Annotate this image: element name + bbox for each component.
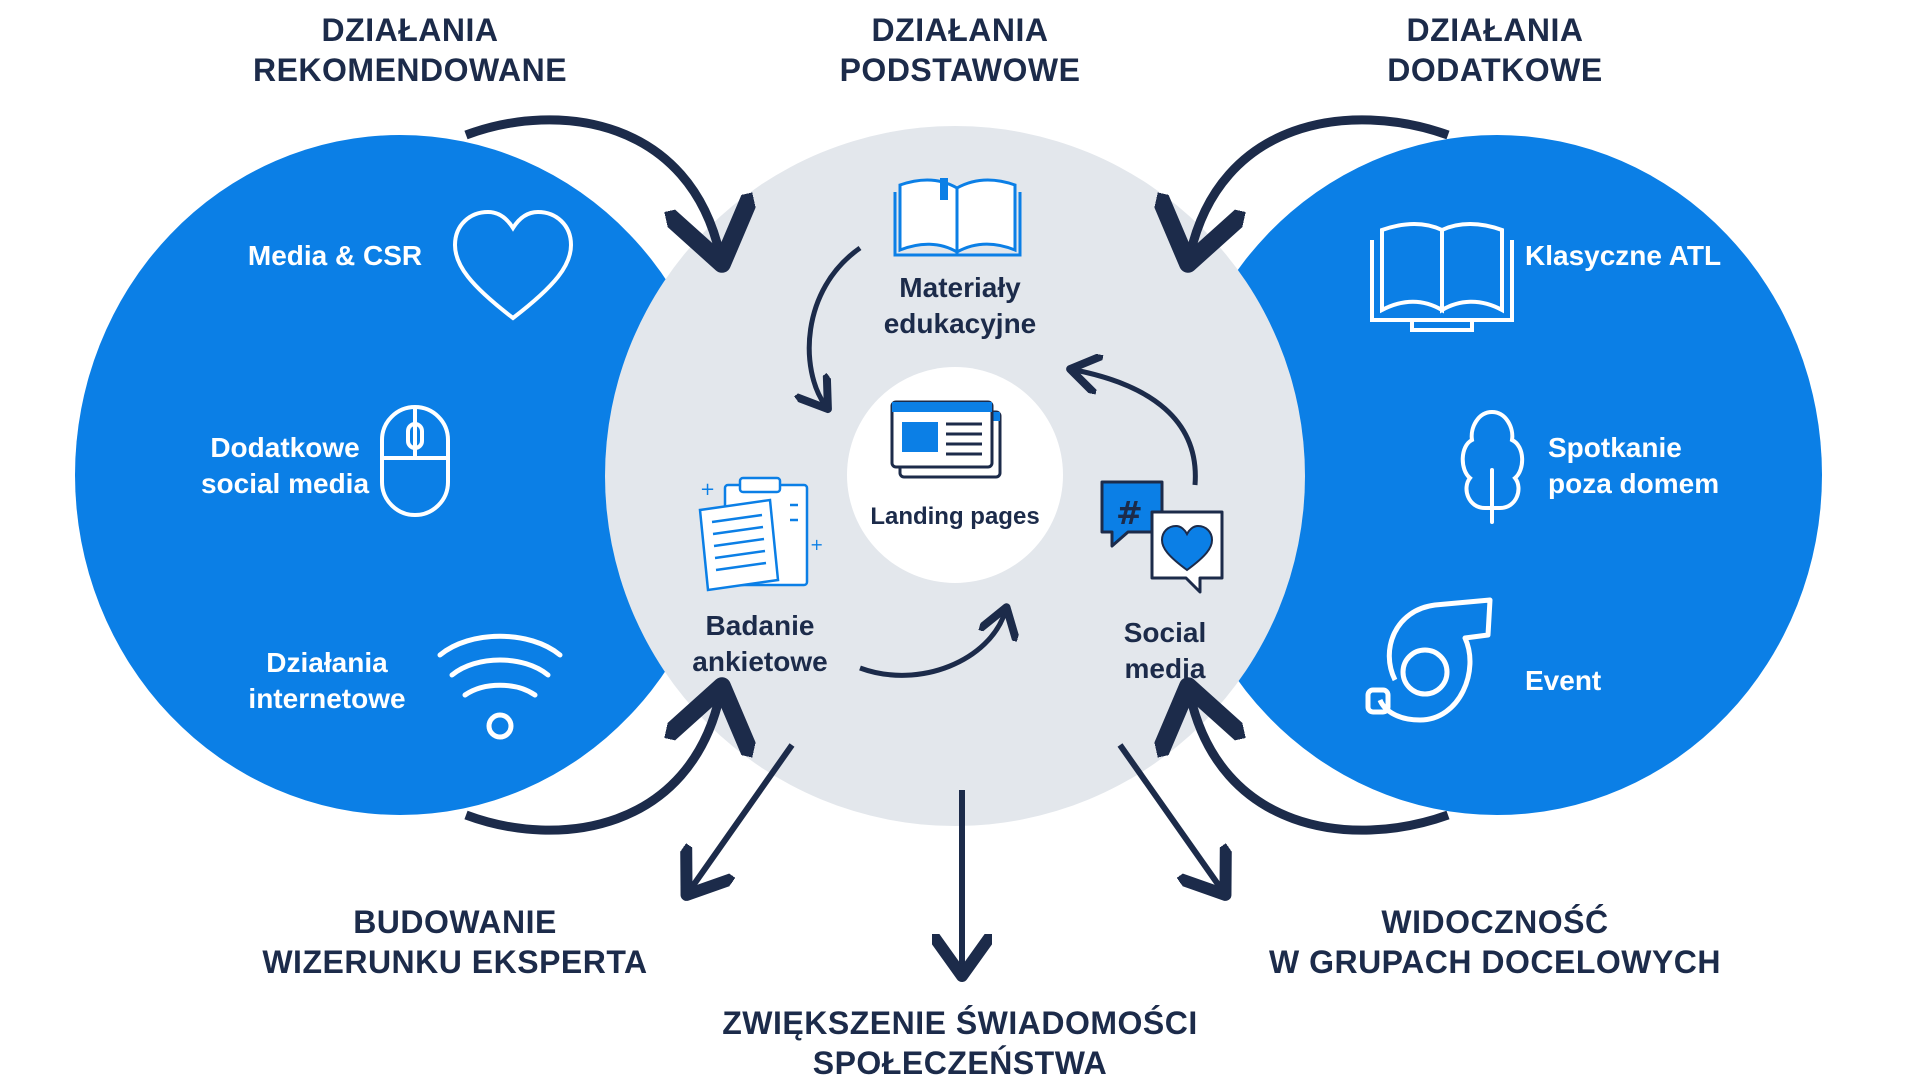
wifi-icon — [437, 633, 563, 740]
open-book-icon — [893, 178, 1022, 257]
outcome-awareness-line-1: ZWIĘKSZENIE ŚWIADOMOŚCI — [722, 1005, 1198, 1041]
tree-icon — [1460, 409, 1525, 524]
left-item-social-media-line-1: Dodatkowe — [210, 432, 360, 463]
center-item-survey-line-2: ankietowe — [692, 646, 828, 677]
heading-additional: DZIAŁANIA DODATKOWE — [1315, 10, 1675, 90]
right-item-event-line-1: Event — [1525, 665, 1602, 696]
right-item-meeting-line-2: poza domem — [1548, 468, 1720, 499]
documents-icon: + + — [698, 476, 823, 592]
outcome-expert-image-line-1: BUDOWANIE — [353, 904, 557, 940]
left-item-social-media-line-2: social media — [200, 468, 370, 499]
heading-basic-line-1: DZIAŁANIA — [871, 12, 1049, 48]
heading-additional-line-1: DZIAŁANIA — [1406, 12, 1584, 48]
heading-recommended-line-2: REKOMENDOWANE — [252, 52, 568, 88]
center-item-social-line-2: media — [1124, 653, 1206, 684]
left-item-media-csr: Media & CSR — [215, 238, 455, 274]
left-item-internet: Działania internetowe — [207, 645, 447, 717]
outcome-visibility-line-1: WIDOCZNOŚĆ — [1381, 904, 1609, 940]
outcome-visibility: WIDOCZNOŚĆ W GRUPACH DOCELOWYCH — [1225, 902, 1765, 982]
center-item-social-line-1: Social — [1123, 617, 1207, 648]
left-item-media-csr-line-1: Media & CSR — [247, 240, 423, 271]
svg-text:#: # — [1116, 494, 1143, 532]
core-label: Landing pages — [845, 502, 1065, 532]
outcome-awareness-line-2: SPOŁECZEŃSTWA — [812, 1045, 1108, 1081]
arrow-recommended-top — [464, 115, 720, 255]
right-item-atl: Klasyczne ATL — [1525, 238, 1745, 274]
heading-additional-line-2: DODATKOWE — [1387, 52, 1603, 88]
center-item-social: Social media — [1045, 615, 1285, 687]
left-item-internet-line-2: internetowe — [248, 683, 406, 714]
center-item-survey-line-1: Badanie — [705, 610, 815, 641]
arrow-recommended-bottom — [464, 695, 720, 835]
mouse-icon — [380, 405, 450, 517]
browser-windows-icon — [890, 400, 1002, 479]
arrow-additional-top — [1190, 115, 1450, 255]
outcome-visibility-line-2: W GRUPACH DOCELOWYCH — [1268, 944, 1722, 980]
left-item-internet-line-1: Działania — [266, 647, 388, 678]
cycle-arrow-materials — [809, 245, 862, 405]
heading-basic: DZIAŁANIA PODSTAWOWE — [780, 10, 1140, 90]
outcome-expert-image-line-2: WIZERUNKU EKSPERTA — [262, 944, 648, 980]
svg-text:+: + — [810, 535, 823, 554]
cycle-arrow-social — [1075, 370, 1198, 486]
heart-icon — [452, 209, 574, 321]
core-label-text: Landing pages — [870, 503, 1040, 530]
right-item-meeting: Spotkanie poza domem — [1548, 430, 1768, 502]
svg-text:+: + — [700, 479, 715, 500]
right-item-atl-line-1: Klasyczne ATL — [1525, 240, 1722, 271]
heading-recommended-line-1: DZIAŁANIA — [321, 12, 499, 48]
heading-recommended: DZIAŁANIA REKOMENDOWANE — [230, 10, 590, 90]
right-circle — [1172, 135, 1822, 815]
right-item-meeting-line-1: Spotkanie — [1548, 432, 1682, 463]
center-item-materials-line-1: Materiały — [899, 272, 1021, 303]
outcome-arrow-right — [1117, 743, 1222, 890]
left-circle — [75, 135, 725, 815]
chat-bubbles-icon: # — [1100, 480, 1224, 594]
outcome-arrow-left — [690, 743, 795, 890]
book-icon — [1370, 222, 1514, 332]
left-item-social-media: Dodatkowe social media — [165, 430, 405, 502]
arrow-additional-bottom — [1190, 695, 1450, 835]
center-item-materials-line-2: edukacyjne — [883, 308, 1037, 339]
outcome-expert-image: BUDOWANIE WIZERUNKU EKSPERTA — [215, 902, 695, 982]
cycle-arrow-survey — [859, 612, 1005, 678]
heading-basic-line-2: PODSTAWOWE — [839, 52, 1081, 88]
whistle-icon — [1365, 597, 1493, 723]
center-item-materials: Materiały edukacyjne — [840, 270, 1080, 342]
center-item-survey: Badanie ankietowe — [640, 608, 880, 680]
right-item-event: Event — [1525, 663, 1745, 699]
outcome-awareness: ZWIĘKSZENIE ŚWIADOMOŚCI SPOŁECZEŃSTWA — [665, 1003, 1255, 1083]
